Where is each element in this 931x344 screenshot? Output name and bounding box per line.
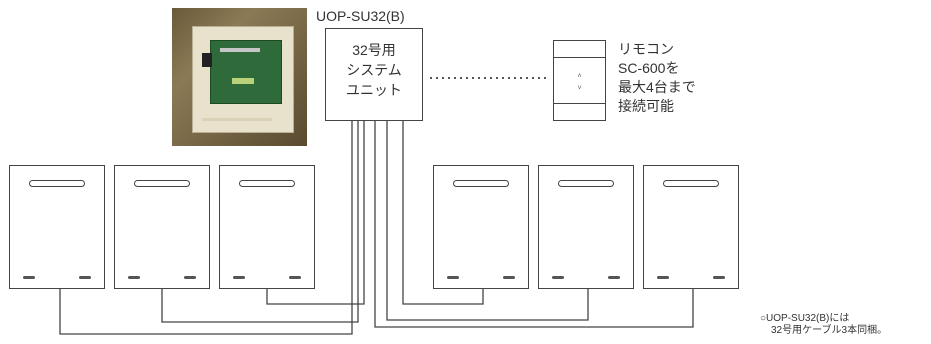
cabinet-left-3 <box>219 165 315 289</box>
remote-text-line-4: 接続可能 <box>618 98 674 114</box>
cable-right-1 <box>374 121 694 328</box>
cabinet-right-3 <box>643 165 739 289</box>
cable-right-3 <box>402 121 484 305</box>
cabinet-foot <box>23 276 35 279</box>
remote-divider-top <box>554 57 605 58</box>
remote-up-arrow-icon: ˄ <box>577 73 582 80</box>
cabinet-slot <box>239 180 295 187</box>
cabinet-foot <box>184 276 196 279</box>
cabinet-foot <box>608 276 620 279</box>
cabinet-slot <box>663 180 719 187</box>
photo-relay <box>202 53 212 67</box>
cabinet-right-2 <box>538 165 634 289</box>
cabinet-foot <box>552 276 564 279</box>
system-unit-line-3: ユニット <box>346 82 402 98</box>
system-unit-line-2: システム <box>346 62 402 78</box>
system-unit-line-1: 32号用 <box>352 42 396 58</box>
cable-left-3 <box>266 121 365 305</box>
cable-left-2 <box>161 121 359 323</box>
system-unit-box: 32号用 システム ユニット <box>325 28 423 121</box>
photo-connector <box>220 48 260 52</box>
cable-left-1 <box>59 121 353 335</box>
remote-controller: ˄ ˅ <box>553 40 606 121</box>
cabinet-foot <box>713 276 725 279</box>
cable-note: ○UOP-SU32(B)には 32号用ケーブル3本同梱。 <box>760 313 887 337</box>
cabinet-slot <box>558 180 614 187</box>
system-unit-photo <box>172 8 307 146</box>
cabinet-left-1 <box>9 165 105 289</box>
cabinet-foot <box>289 276 301 279</box>
cable-right-2 <box>386 121 589 321</box>
remote-down-arrow-icon: ˅ <box>577 85 582 92</box>
remote-text-line-2: SC-600を <box>618 60 680 76</box>
cabinet-foot <box>503 276 515 279</box>
remote-divider-bottom <box>554 103 605 104</box>
remote-text-line-3: 最大4台まで <box>618 79 696 95</box>
cabinet-foot <box>657 276 669 279</box>
cabinet-slot <box>29 180 85 187</box>
cabinet-slot <box>453 180 509 187</box>
remote-description: リモコン SC-600を 最大4台まで 接続可能 <box>618 40 696 116</box>
cabinet-foot <box>128 276 140 279</box>
remote-text-line-1: リモコン <box>618 41 674 57</box>
cabinet-slot <box>134 180 190 187</box>
note-line-1: ○UOP-SU32(B)には <box>760 313 850 324</box>
note-line-2: 32号用ケーブル3本同梱。 <box>771 325 888 336</box>
unit-model-label: UOP-SU32(B) <box>316 8 405 24</box>
cabinet-foot <box>79 276 91 279</box>
cabinet-right-1 <box>433 165 529 289</box>
cabinet-foot <box>233 276 245 279</box>
cabinet-foot <box>447 276 459 279</box>
photo-terminal <box>232 78 254 84</box>
cabinet-left-2 <box>114 165 210 289</box>
photo-cable <box>202 118 272 121</box>
